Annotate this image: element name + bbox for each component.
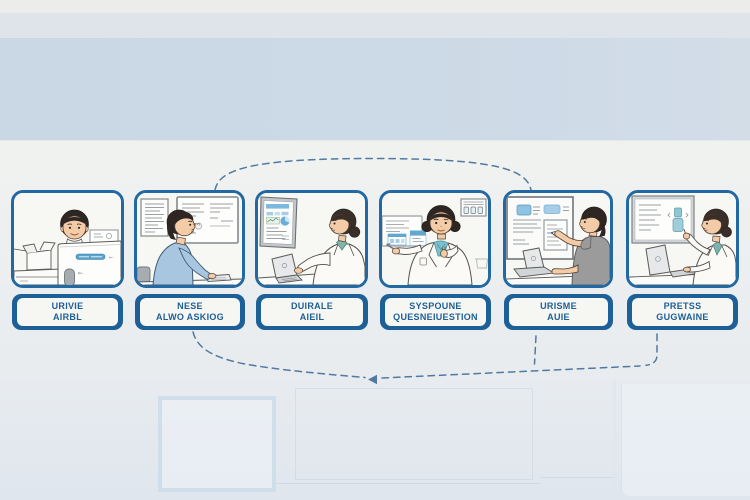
- step-6-label-line2: GUGWAINE: [656, 312, 709, 322]
- step-1-label-line2: AIRBL: [53, 312, 82, 322]
- step-6-illustration: [629, 193, 736, 285]
- tick-below-step5: [533, 335, 537, 365]
- step-2-illustration: [137, 193, 242, 285]
- return-arrowhead: [368, 374, 377, 385]
- step-6-label-line1: PRETSS: [663, 301, 702, 311]
- background-wall-seam: [613, 380, 616, 496]
- step-5-label: URISME AUIE: [504, 294, 613, 330]
- explaining-clinician-figure: [386, 205, 473, 285]
- background-floor-line-left: [276, 483, 540, 484]
- step-3-illustration: [258, 193, 365, 285]
- step-1-label: URIVIE AIRBL: [12, 294, 123, 330]
- background-floor-line-right: [540, 477, 616, 478]
- step-5-label-line1: URISME: [540, 301, 577, 311]
- background-counter-shape: [621, 384, 750, 496]
- step-4-panel: [379, 190, 491, 288]
- pointing-man-figure: [550, 206, 610, 285]
- step-2-label: NESE ALWO ASKIOG: [135, 294, 245, 330]
- step-4-illustration: [382, 193, 488, 285]
- clinician-typing-figure: [293, 208, 365, 285]
- step-3-label-line1: DUIRALE: [290, 301, 334, 311]
- step-6-label: PRETSS GUGWAINE: [627, 294, 738, 330]
- step-1-panel: [11, 190, 124, 288]
- background-cabinet-outline: [158, 396, 276, 492]
- bottom-return-curve: [192, 331, 366, 379]
- background-desk-outline: [295, 388, 533, 480]
- step-5-panel: [503, 190, 613, 288]
- bottom-return-line: [381, 365, 641, 379]
- top-arc-connector: [214, 157, 532, 191]
- presenting-clinician-figure: [682, 208, 736, 285]
- step-5-label-line2: AUIE: [547, 312, 570, 322]
- step-3-label-line2: AIEIL: [299, 312, 325, 322]
- step-6-panel: [626, 190, 739, 288]
- background-blue-band: [0, 38, 750, 141]
- step-1-label-line1: URIVIE: [51, 301, 84, 311]
- typing-man-figure: [152, 209, 217, 285]
- receptionist-figure: [60, 209, 89, 246]
- step-5-illustration: [506, 193, 610, 285]
- step-3-panel: [255, 190, 368, 288]
- step-2-label-line2: ALWO ASKIOG: [156, 312, 224, 322]
- step-2-label-line1: NESE: [177, 301, 203, 311]
- step-4-label: SYSPOUNE QUESNEIUESTION: [380, 294, 491, 330]
- step-2-panel: [134, 190, 245, 288]
- tick-below-step6: [645, 333, 658, 367]
- step-4-label-line2: QUESNEIUESTION: [393, 312, 478, 322]
- step-1-illustration: [14, 193, 121, 285]
- step-3-label: DUIRALE AIEIL: [256, 294, 368, 330]
- background-top-strip: [0, 0, 750, 13]
- step-4-label-line1: SYSPOUNE: [409, 301, 462, 311]
- background-gray-band: [0, 13, 750, 38]
